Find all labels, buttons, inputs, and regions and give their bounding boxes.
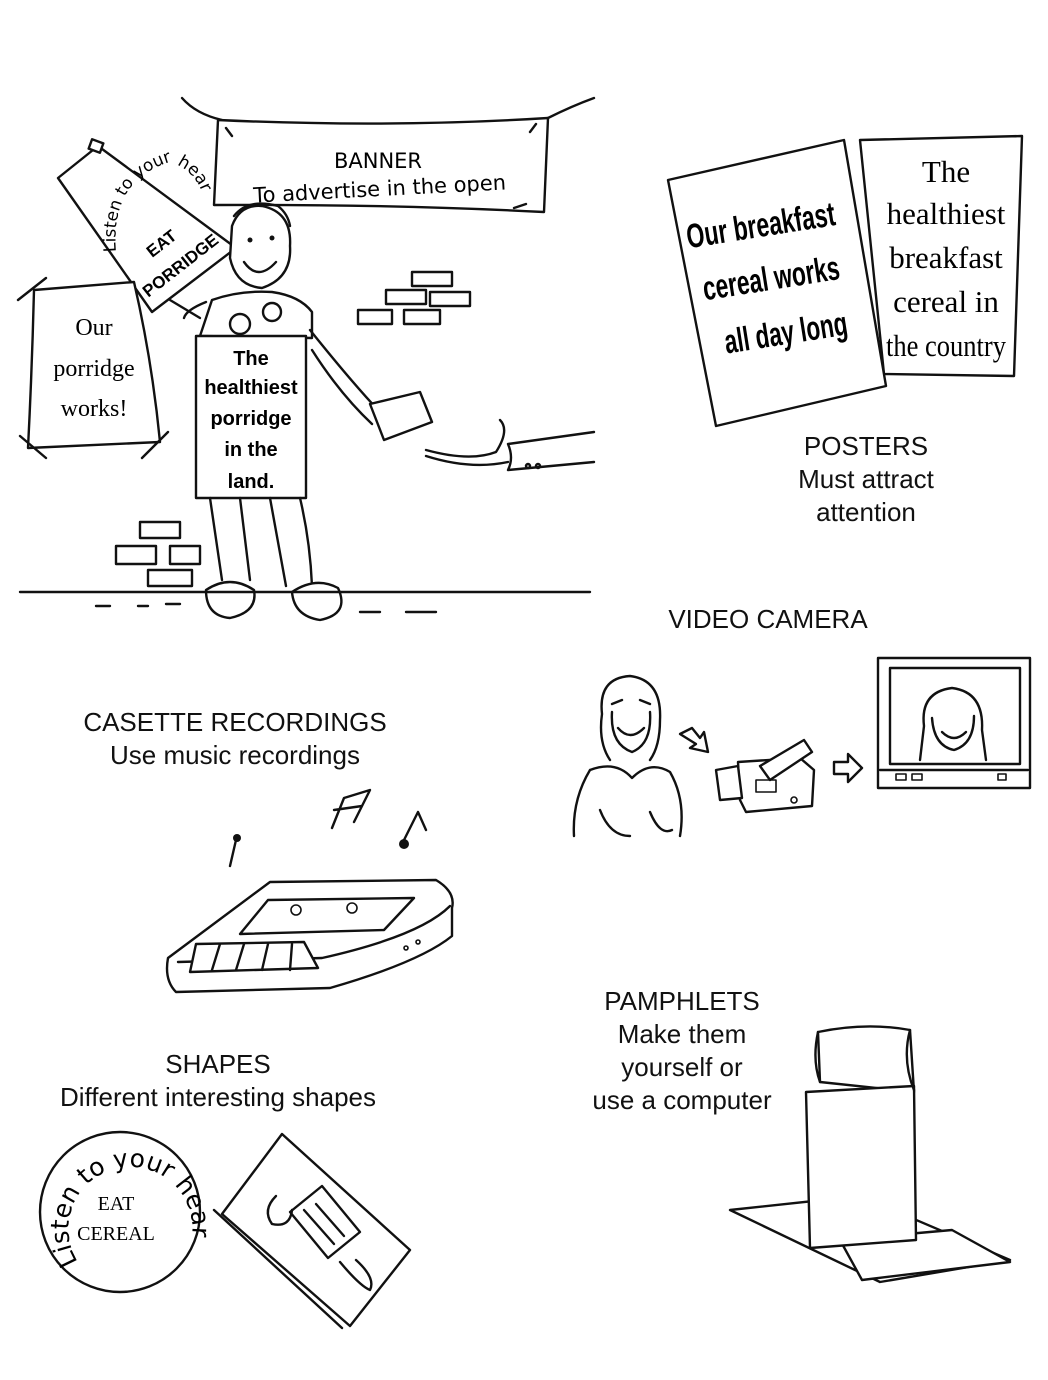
board-line-2: healthiest	[204, 377, 298, 399]
board-line-3: porridge	[210, 408, 291, 430]
pamphlets-line-3: use a computer	[592, 1085, 772, 1115]
pamphlets-line-1: Make them	[617, 1019, 747, 1049]
board-line-5: land.	[228, 471, 275, 493]
poster-right-line-1: The	[922, 154, 970, 189]
sticker-eat: EAT	[98, 1193, 135, 1215]
wall-poster-line-2: porridge	[53, 356, 134, 382]
wall-poster: Our porridge works!	[16, 276, 170, 460]
poster-right-line-2: healthiest	[887, 196, 1006, 231]
boy-figure: The healthiest porridge in the land.	[182, 202, 434, 622]
wall-poster-line-1: Our	[75, 315, 112, 341]
banner: BANNER To advertise in the open	[212, 116, 550, 214]
video-caption: VIDEO CAMERA	[640, 603, 896, 636]
cassette-title: CASETTE RECORDINGS	[83, 707, 387, 737]
pamphlets-title: PAMPHLETS	[604, 986, 760, 1016]
posters-title: POSTERS	[803, 431, 929, 461]
sticker-cereal: CEREAL	[77, 1223, 155, 1245]
video-title: VIDEO CAMERA	[668, 604, 868, 634]
cassette-illustration	[165, 788, 454, 994]
pamphlets-illustration	[728, 1025, 1012, 1284]
street-scene: BANNER To advertise in the open Listen t…	[0, 0, 596, 622]
receiving-hand	[424, 418, 596, 472]
pamphlets-line-2: yourself or	[621, 1052, 743, 1082]
posters-line-1: Must attract	[798, 464, 934, 494]
shapes-title: SHAPES	[165, 1049, 271, 1079]
posters-illustration: The healthiest breakfast cereal in the c…	[666, 134, 1024, 428]
cassette-subtitle: Use music recordings	[110, 740, 360, 770]
poster-right-line-4: cereal in	[893, 284, 999, 319]
banner-title: BANNER	[334, 149, 422, 173]
pamphlets-caption: PAMPHLETS Make them yourself or use a co…	[566, 985, 798, 1117]
shapes-subtitle: Different interesting shapes	[59, 1082, 377, 1112]
posters-line-2: attention	[816, 497, 916, 527]
poster-right-line-3: breakfast	[889, 240, 1003, 275]
placard: Listen to your heart EAT PORRIDGE	[0, 0, 238, 320]
wall-poster-line-3: works!	[61, 396, 128, 422]
posters-caption: POSTERS Must attract attention	[760, 430, 972, 529]
poster-right-line-5: the country	[886, 328, 1006, 363]
board-line-1: The	[233, 348, 269, 370]
board-line-4: in the	[224, 439, 277, 461]
shapes-caption: SHAPES Different interesting shapes	[30, 1048, 406, 1114]
video-camera-illustration	[572, 656, 1032, 838]
wall-bricks	[114, 270, 472, 588]
cassette-caption: CASETTE RECORDINGS Use music recordings	[40, 706, 430, 772]
